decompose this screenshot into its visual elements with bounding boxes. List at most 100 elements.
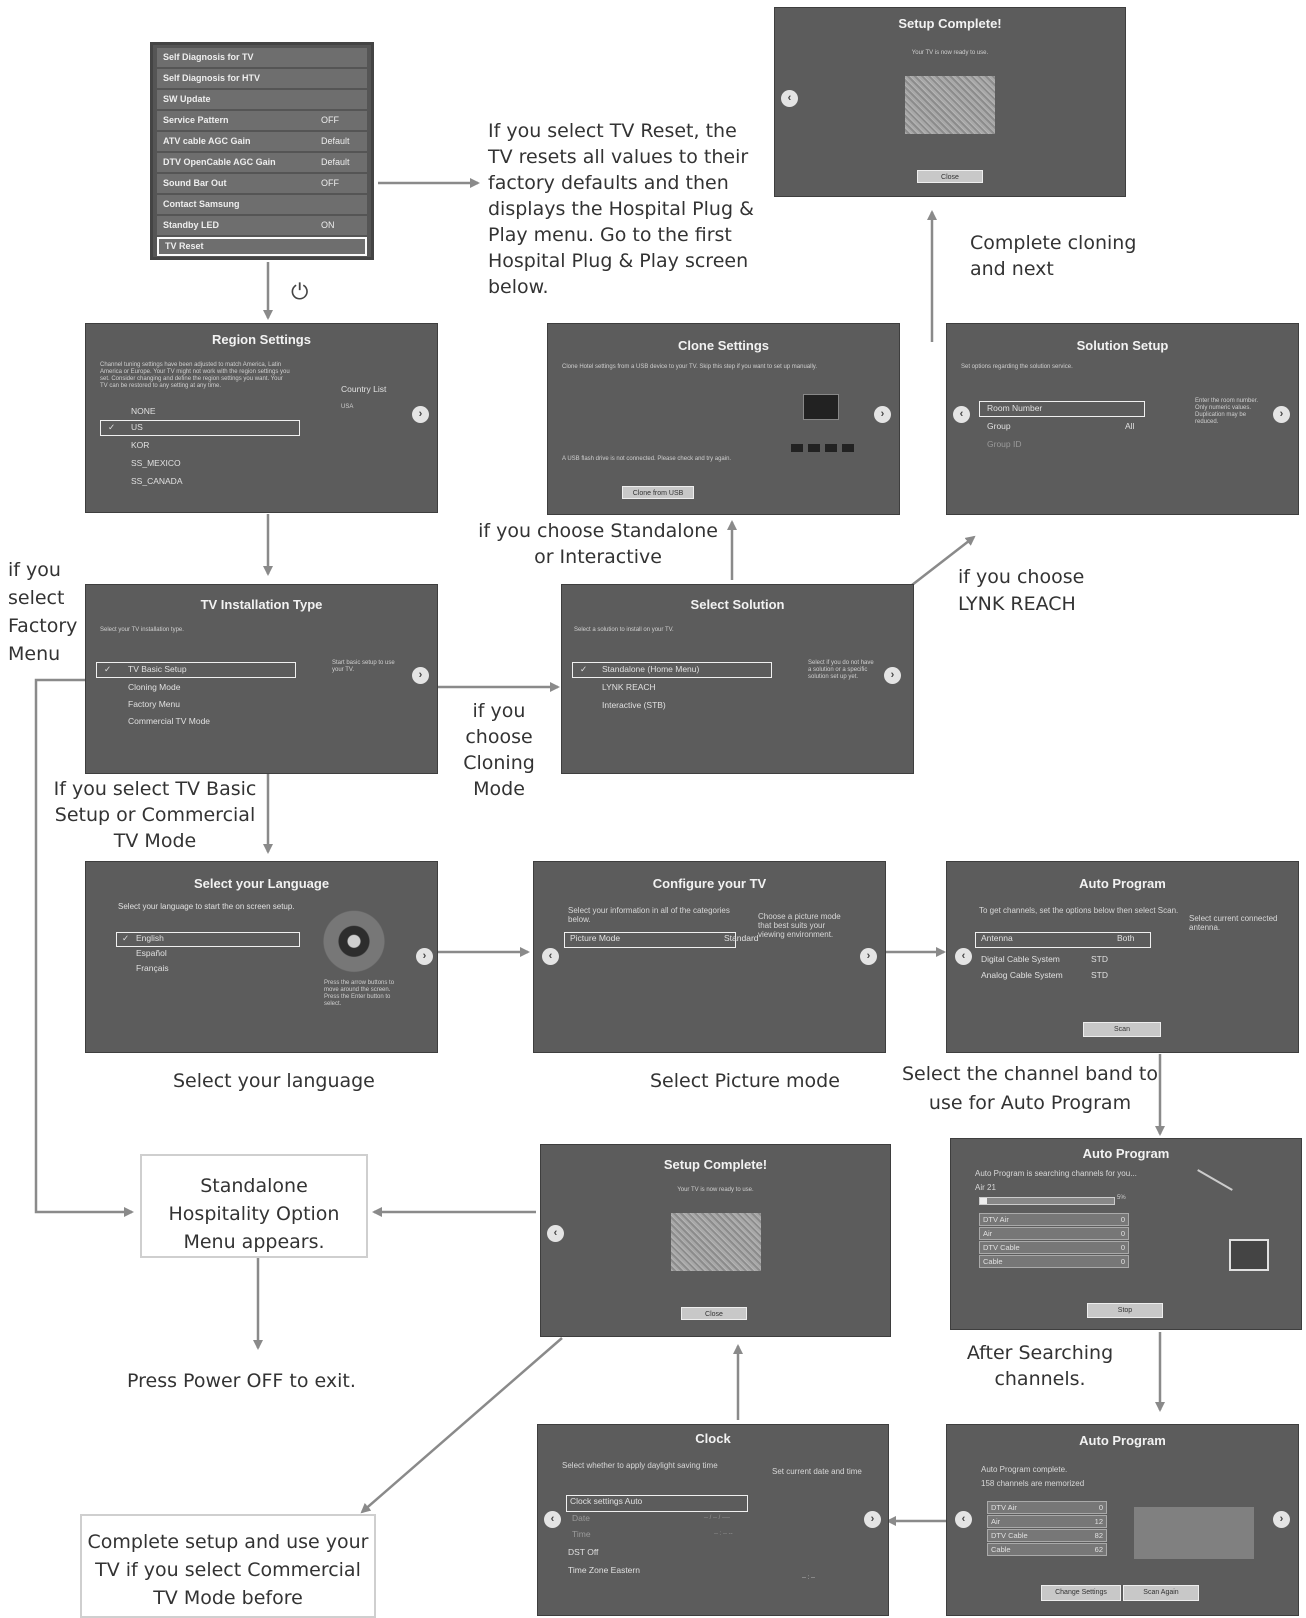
progress-percent: 5% [1117,1195,1126,1201]
screen-title: Auto Program [1082,1146,1170,1161]
back-icon[interactable]: ‹ [953,406,970,423]
standalone-menu-box: Standalone Hospitality Option Menu appea… [140,1154,368,1258]
next-icon[interactable]: › [412,406,429,423]
caption-lynk-reach: if you choose LYNK REACH [958,566,1085,615]
screen-description: Clone Hotel settings from a USB device t… [562,364,818,370]
region-option[interactable]: US [131,422,143,432]
solution-option: Group ID [987,439,1022,449]
preview-panel [1134,1507,1254,1559]
close-button[interactable]: Close [681,1307,747,1320]
stop-button[interactable]: Stop [1087,1303,1163,1318]
next-icon[interactable]: › [416,948,433,965]
antenna-field[interactable] [975,932,1151,948]
region-option-selected[interactable] [100,420,300,436]
service-menu-label: Standby LED [163,220,220,230]
next-icon[interactable]: › [860,948,877,965]
region-option[interactable]: KOR [131,440,150,450]
solution-option[interactable]: Group [987,421,1011,431]
region-option[interactable]: NONE [131,406,156,416]
next-icon[interactable]: › [1273,1511,1290,1528]
language-option[interactable]: English [136,933,164,943]
service-menu-item[interactable]: Self Diagnosis for HTV [157,69,367,88]
service-menu-item[interactable]: Self Diagnosis for TV [157,48,367,67]
back-icon[interactable]: ‹ [544,1511,561,1528]
solution-option[interactable]: Room Number [987,403,1043,413]
static-image [905,76,995,134]
service-menu-value: OFF [321,115,339,125]
install-option[interactable]: Commercial TV Mode [128,716,211,726]
language-option-selected[interactable] [116,932,300,947]
next-icon[interactable]: › [412,667,429,684]
screen-description: Select your language to start the on scr… [118,902,295,911]
clone-from-usb-button[interactable]: Clone from USB [622,486,694,499]
antenna-icon [1197,1169,1233,1191]
region-option[interactable]: SS_MEXICO [131,458,181,468]
clock-option[interactable]: Time Zone Eastern [568,1565,640,1575]
room-number-field[interactable] [979,401,1145,417]
screen-description: To get channels, set the options below t… [979,906,1179,915]
close-button[interactable]: Close [917,170,983,183]
language-option[interactable]: Français [136,963,169,973]
clock-option[interactable]: DST Off [568,1547,599,1557]
clock-option[interactable]: Clock settings Auto [570,1496,643,1506]
back-icon[interactable]: ‹ [542,948,559,965]
solution-type-option[interactable]: Standalone (Home Menu) [602,664,700,674]
install-option-selected[interactable] [96,662,296,678]
clock-option: Time [572,1529,591,1539]
back-icon[interactable]: ‹ [955,1511,972,1528]
install-option[interactable]: Factory Menu [128,699,180,709]
screen-title: Configure your TV [652,876,767,891]
screen-title: Auto Program [1079,1433,1166,1448]
install-option[interactable]: TV Basic Setup [128,664,187,674]
solution-type-side-text: Select if you do not have a solution or … [808,660,874,680]
scan-again-button[interactable]: Scan Again [1123,1585,1199,1601]
service-menu-label: ATV cable AGC Gain [163,136,251,146]
scan-button[interactable]: Scan [1083,1022,1161,1037]
navigation-help: Press the arrow buttons to move around t… [324,980,395,1007]
analog-cable-label[interactable]: Analog Cable System [981,970,1063,980]
change-settings-button[interactable]: Change Settings [1041,1585,1121,1601]
complete-setup-box: Complete setup and use your TV if you se… [80,1514,376,1618]
service-menu-item[interactable]: TV Reset [157,237,367,256]
language-option[interactable]: Español [136,948,167,958]
next-icon[interactable]: › [884,667,901,684]
caption-channel-band: Select the channel band to use for Auto … [901,1063,1159,1114]
install-side-text: Start basic setup to use your TV. [332,660,395,673]
service-menu-label: TV Reset [165,241,204,251]
install-option[interactable]: Cloning Mode [128,682,181,692]
tv-monitor-icon [803,394,839,420]
service-menu-item[interactable]: SW Update [157,90,367,109]
service-menu-item[interactable]: Contact Samsung [157,195,367,214]
screen-configure-tv: Configure your TV Select your informatio… [533,861,886,1053]
next-icon[interactable]: › [1273,406,1290,423]
country-list-value: USA [341,404,354,410]
clock-footer: -- : -- [802,1575,815,1581]
digital-cable-label[interactable]: Digital Cable System [981,954,1060,964]
next-icon[interactable]: › [874,406,891,423]
screen-auto-program-complete: Auto Program Auto Program complete. 158 … [946,1424,1299,1616]
clock-settings-field[interactable] [566,1495,748,1512]
power-icon: ⏻ [291,280,309,305]
solution-type-option[interactable]: LYNK REACH [602,682,656,692]
screen-title: Clock [695,1431,731,1446]
service-menu-label: Self Diagnosis for TV [163,52,254,62]
solution-option-selected[interactable] [572,662,772,678]
back-icon[interactable]: ‹ [781,90,798,107]
region-option[interactable]: SS_CANADA [131,476,183,486]
solution-type-option[interactable]: Interactive (STB) [602,700,666,710]
picture-mode-field[interactable] [564,932,736,948]
back-icon[interactable]: ‹ [955,948,972,965]
caption-factory-menu: if you select Factory Menu [8,559,78,665]
back-icon[interactable]: ‹ [547,1225,564,1242]
screen-title: Clone Settings [677,338,769,353]
next-icon[interactable]: › [864,1511,881,1528]
